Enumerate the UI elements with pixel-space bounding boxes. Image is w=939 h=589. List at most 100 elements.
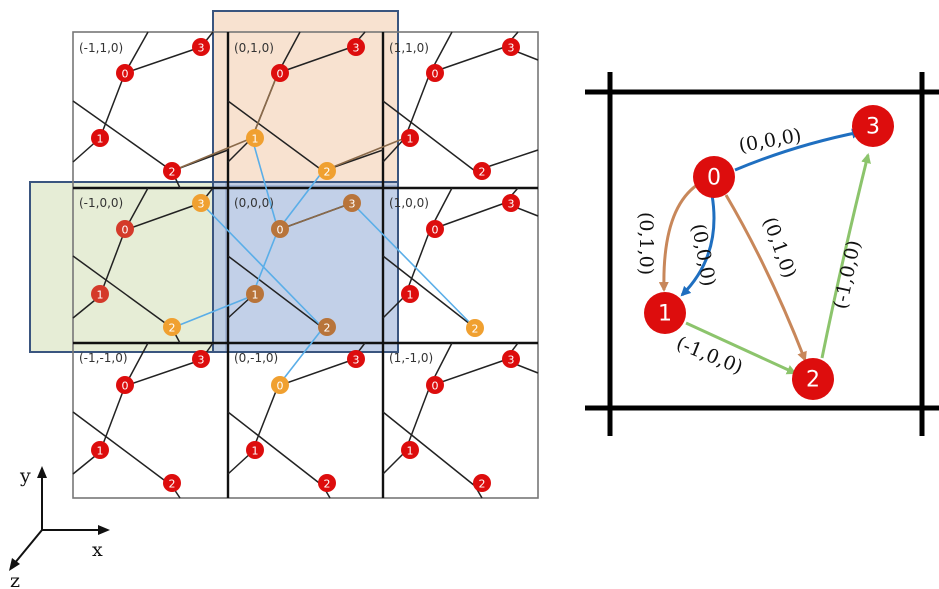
lattice-node: 2: [473, 162, 491, 180]
lattice-node: 3: [343, 194, 361, 212]
lattice-node: 3: [347, 38, 365, 56]
lattice-node: 0: [426, 376, 444, 394]
svg-text:2: 2: [806, 368, 820, 393]
svg-text:0: 0: [122, 224, 129, 237]
svg-text:3: 3: [353, 354, 360, 367]
lattice-node: 3: [192, 350, 210, 368]
svg-text:1: 1: [407, 445, 414, 458]
lattice-node: 0: [426, 64, 444, 82]
svg-text:0: 0: [432, 380, 439, 393]
lattice-node: 2: [318, 318, 336, 336]
svg-text:1: 1: [407, 289, 414, 302]
svg-text:1: 1: [97, 289, 104, 302]
svg-text:2: 2: [324, 322, 331, 335]
svg-text:3: 3: [508, 354, 515, 367]
svg-text:3: 3: [349, 198, 356, 211]
lattice-node: 1: [246, 441, 264, 459]
edge-label-2-3: (-1,0,0): [829, 238, 865, 311]
lattice-node: 0: [271, 64, 289, 82]
edge-2-3: [820, 153, 871, 359]
lattice-node: 1: [246, 129, 264, 147]
lattice-node: 1: [91, 285, 109, 303]
lattice-node: 0: [271, 376, 289, 394]
lattice-node: 1: [246, 285, 264, 303]
unit-cell-bonds: [171, 72, 476, 387]
svg-text:2: 2: [169, 322, 176, 335]
svg-text:0: 0: [277, 224, 284, 237]
cell-label: (0,0,0): [234, 196, 274, 210]
lattice-node: 0: [116, 376, 134, 394]
svg-text:3: 3: [508, 198, 515, 211]
edge-label-0-3: (0,0,0): [737, 124, 803, 157]
lattice-node: 2: [163, 474, 181, 492]
cell-label: (1,-1,0): [389, 351, 433, 365]
svg-text:0: 0: [432, 224, 439, 237]
edge-0-3: [734, 128, 862, 172]
lattice-node: 0: [426, 220, 444, 238]
svg-text:3: 3: [353, 42, 360, 55]
lattice-node: 3: [502, 350, 520, 368]
svg-text:2: 2: [479, 166, 486, 179]
svg-text:0: 0: [432, 68, 439, 81]
svg-text:1: 1: [252, 289, 259, 302]
lattice-node: 2: [318, 162, 336, 180]
cell-label: (-1,1,0): [79, 41, 123, 55]
edge-label-0-1-brown: (0,1,0): [635, 212, 657, 275]
lattice-node: 1: [91, 129, 109, 147]
lattice-node: 0: [116, 220, 134, 238]
coordinate-axes: [9, 466, 110, 571]
svg-text:1: 1: [97, 445, 104, 458]
lattice-node: 2: [163, 318, 181, 336]
cell-label: (0,-1,0): [234, 351, 278, 365]
svg-text:2: 2: [479, 478, 486, 491]
lattice-node: 0: [116, 64, 134, 82]
highlight-box-cell-0-1-0: [212, 10, 399, 187]
svg-text:0: 0: [707, 166, 721, 191]
highlight-box-cell-0-0-0: [212, 181, 399, 353]
svg-text:1: 1: [252, 445, 259, 458]
svg-text:3: 3: [198, 354, 205, 367]
z-axis-label: z: [10, 570, 20, 589]
svg-text:3: 3: [198, 42, 205, 55]
svg-text:3: 3: [508, 42, 515, 55]
lattice-node: 1: [401, 129, 419, 147]
lattice-grid-thick: [73, 32, 538, 498]
y-axis-label: y: [19, 465, 31, 487]
lattice-node: 2: [163, 162, 181, 180]
lattice-node: 3: [502, 38, 520, 56]
lattice-node: 3: [192, 194, 210, 212]
svg-text:0: 0: [122, 380, 129, 393]
svg-text:2: 2: [324, 478, 331, 491]
lattice-node: 1: [401, 441, 419, 459]
svg-text:1: 1: [407, 133, 414, 146]
svg-text:2: 2: [472, 323, 479, 336]
cell-label: (1,0,0): [389, 196, 429, 210]
svg-text:2: 2: [324, 166, 331, 179]
edge-0-1-brown: [658, 183, 698, 292]
lattice-nodes: 0 1 2 3 0 1 2 3 0 1 2 3 0 1 2 3 0 1 2 3 0 1 3 0 1 2 3 0 1 2 3 0 1 2 3 2: [91, 38, 520, 492]
svg-text:0: 0: [277, 68, 284, 81]
svg-text:1: 1: [97, 133, 104, 146]
cell-label: (-1,0,0): [79, 196, 123, 210]
lattice-node: 2: [473, 474, 491, 492]
svg-text:0: 0: [122, 68, 129, 81]
lattice-node: 2: [466, 319, 484, 337]
cell-label: (0,1,0): [234, 41, 274, 55]
edge-label-0-2: (0,1,0): [758, 214, 800, 281]
svg-text:2: 2: [169, 478, 176, 491]
cell-labels: (-1,1,0) (0,1,0) (1,1,0) (-1,0,0) (0,0,0…: [79, 41, 433, 365]
edge-0-1-blue: [680, 194, 716, 297]
lattice-node: 3: [347, 350, 365, 368]
lattice-node: 2: [318, 474, 336, 492]
lattice-node: 1: [401, 285, 419, 303]
periodic-lattice-diagram: (-1,1,0) (0,1,0) (1,1,0) (-1,0,0) (0,0,0…: [9, 10, 539, 589]
lattice-node: 3: [502, 194, 520, 212]
svg-text:2: 2: [169, 166, 176, 179]
x-axis-label: x: [92, 539, 103, 561]
lattice-node: 3: [192, 38, 210, 56]
cell-label: (1,1,0): [389, 41, 429, 55]
quotient-node-0: 0: [693, 156, 735, 198]
quotient-node-1: 1: [644, 292, 686, 334]
quotient-node-3: 3: [852, 105, 894, 147]
svg-text:1: 1: [252, 133, 259, 146]
